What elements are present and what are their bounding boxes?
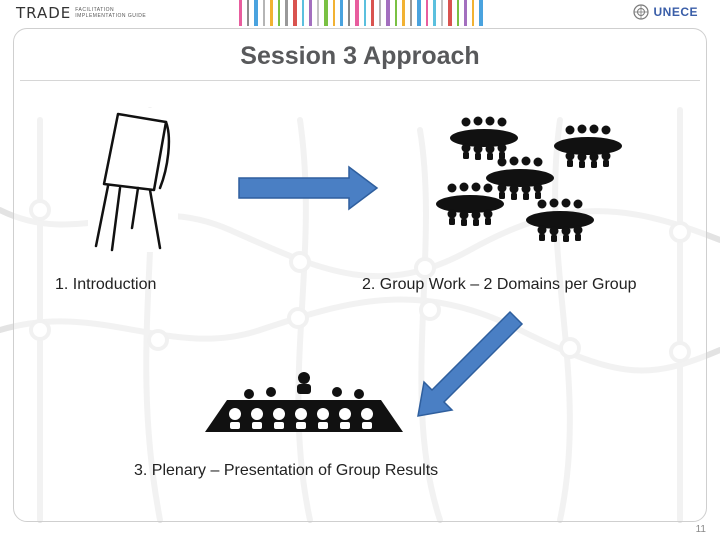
arrow-right-icon: [238, 165, 379, 211]
trade-facilitation-logo: TRADE FACILITATION IMPLEMENTATION GUIDE: [16, 4, 146, 22]
decorative-color-barcode: [239, 0, 483, 26]
slide-title: Session 3 Approach: [240, 42, 480, 70]
content-panel: [13, 28, 707, 522]
step-3-label: 3. Plenary – Presentation of Group Resul…: [134, 462, 439, 479]
logo-left-subtitle: FACILITATION IMPLEMENTATION GUIDE: [75, 7, 146, 19]
un-emblem-icon: [633, 4, 650, 20]
step-1-label: 1. Introduction: [55, 276, 157, 293]
title-divider: [20, 80, 700, 81]
logo-left-sub1: FACILITATION: [75, 7, 115, 13]
logo-left-sub2: IMPLEMENTATION GUIDE: [75, 13, 147, 19]
page-number: 11: [695, 524, 706, 535]
arrow-down-left-icon: [417, 310, 524, 417]
flipchart-icon: [88, 108, 178, 252]
step-2-label: 2. Group Work – 2 Domains per Group: [362, 276, 637, 293]
logo-right-word: UNECE: [653, 5, 698, 19]
unece-logo: UNECE: [633, 4, 698, 20]
groups-icon: [436, 116, 622, 242]
logo-left-word: TRADE: [16, 4, 72, 22]
top-bar: TRADE FACILITATION IMPLEMENTATION GUIDE: [0, 0, 720, 26]
plenary-icon: [205, 372, 403, 432]
